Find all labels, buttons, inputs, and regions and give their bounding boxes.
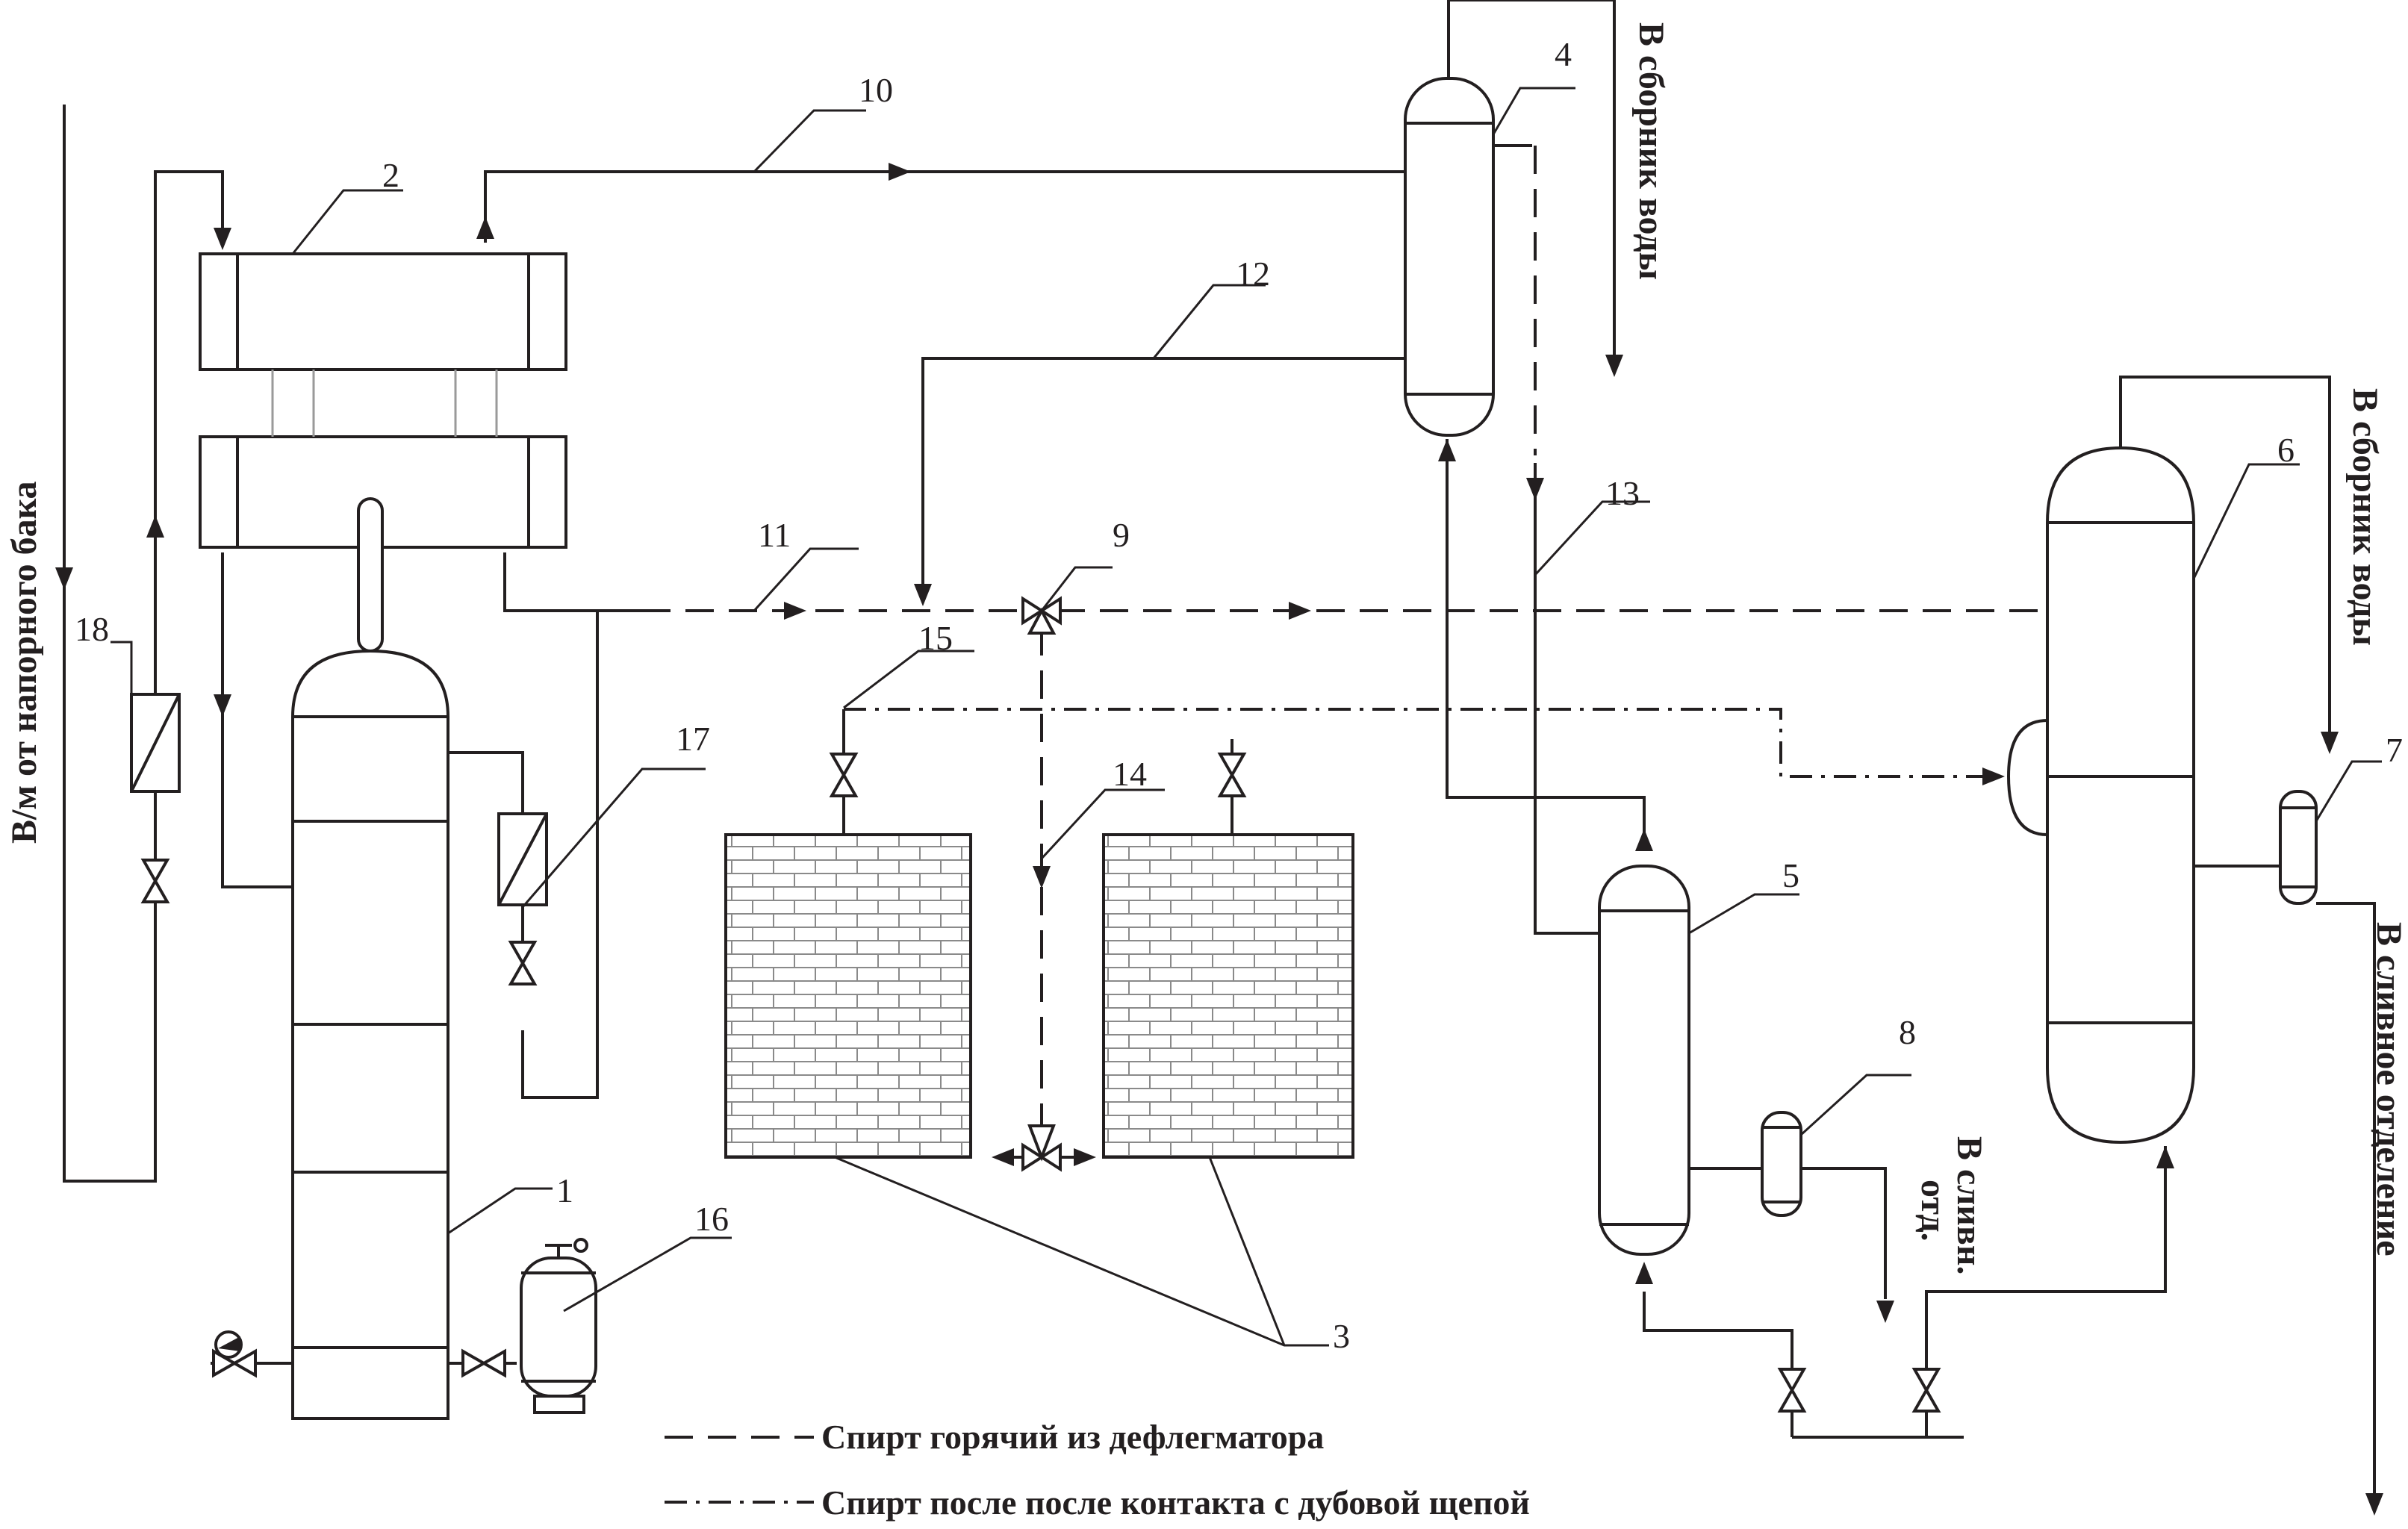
apparatus-6 [2006, 446, 2195, 1145]
label-18: 18 [75, 610, 109, 648]
pump-icon [214, 1330, 243, 1359]
flow-labels: В/м от напорного бака В сборник воды В с… [4, 22, 2408, 1274]
label-3: 3 [1333, 1317, 1350, 1355]
label-14: 14 [1113, 755, 1147, 793]
separator-7 [2279, 790, 2318, 905]
oak-chip-tank-3-right [1102, 833, 1354, 1159]
leader-lines [111, 87, 2382, 1347]
label-11: 11 [758, 516, 791, 554]
heat-exchanger-2 [199, 252, 567, 549]
receiver-16 [520, 1238, 597, 1414]
drain-label-line2: отд. [1914, 1180, 1953, 1242]
label-7: 7 [2386, 731, 2403, 769]
legend: Спирт горячий из дефлегматора Спирт посл… [665, 1418, 1530, 1522]
drain-label-right: В сливное отделение [2369, 922, 2408, 1256]
label-5: 5 [1782, 856, 1799, 894]
legend-dashdot-label: Спирт после после контакта с дубовой щеп… [821, 1483, 1530, 1522]
separator-8 [1761, 1111, 1802, 1217]
label-9: 9 [1113, 516, 1130, 554]
rotameter-17 [497, 812, 548, 906]
label-1: 1 [556, 1171, 573, 1209]
column-1 [291, 497, 449, 1420]
oak-alcohol-lines [842, 708, 2005, 778]
label-16: 16 [694, 1200, 729, 1238]
label-8: 8 [1899, 1013, 1916, 1051]
water-collector-label-top: В сборник воды [1631, 22, 1671, 280]
label-12: 12 [1236, 255, 1270, 293]
legend-dashed-label: Спирт горячий из дефлегматора [821, 1418, 1324, 1456]
label-2: 2 [382, 156, 399, 194]
dephlegmator-4 [1404, 77, 1495, 437]
water-collector-label-right: В сборник воды [2345, 388, 2385, 646]
label-6: 6 [2277, 431, 2295, 469]
label-13: 13 [1605, 474, 1640, 512]
oak-chip-tank-3-left [724, 833, 972, 1159]
water-supply-label: В/м от напорного бака [4, 481, 44, 844]
equipment-numbers: 1 2 3 4 5 6 7 8 9 10 11 12 13 14 15 16 1… [75, 35, 2403, 1355]
rotameter-18 [130, 693, 181, 793]
drain-label-line1: В сливн. [1950, 1136, 1989, 1274]
label-4: 4 [1555, 35, 1572, 73]
apparatus-5 [1598, 865, 1690, 1256]
label-10: 10 [859, 71, 893, 109]
label-17: 17 [676, 720, 710, 758]
flow-arrows [55, 163, 2383, 1516]
solid-pipelines [63, 0, 2376, 1493]
label-15: 15 [918, 619, 953, 657]
